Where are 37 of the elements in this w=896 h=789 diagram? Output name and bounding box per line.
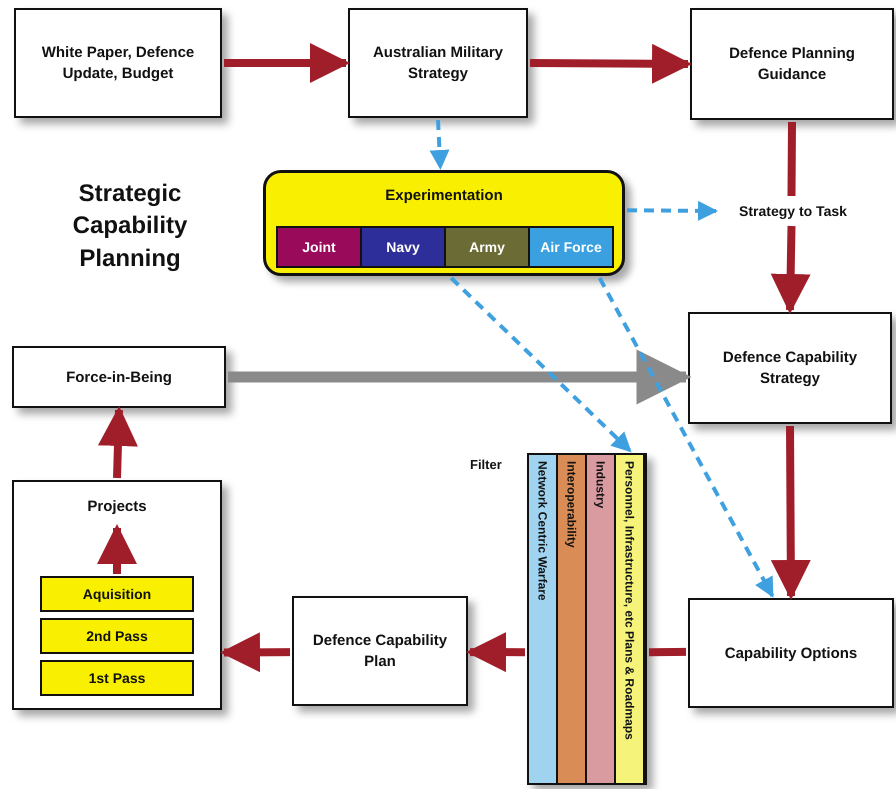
arrow [224,43,350,83]
dashed-arrow [450,276,632,452]
dashed-arrow [430,120,450,170]
group-box [263,170,625,276]
arrow [770,426,811,600]
stage-box: 2nd Pass [40,618,194,654]
stage-box: 1st Pass [40,660,194,696]
process-box: Projects Aquisition 2nd Pass 1st Pass [12,480,222,710]
dashed-arrow [598,277,774,598]
stage-box: Aquisition [40,576,194,612]
arrow [770,226,811,314]
group-title: Experimentation [384,187,504,204]
arrow [530,44,692,84]
process-box: White Paper, Defence Update, Budget [14,8,222,118]
process-box: Force-in-Being [12,346,226,408]
filter-heading: Filter [470,457,502,472]
diagram-heading: Strategic Capability Planning [72,179,188,274]
arrow [228,349,692,404]
arrow [97,524,137,574]
process-box: Capability Options [688,598,894,708]
arrow [220,632,290,672]
flow-label: Strategy to Task [739,203,847,219]
filter-column: Interoperability [558,455,587,783]
process-box: Defence Capability Strategy [688,312,892,424]
filter-column: Personnel, Infrastructure, etc Plans & Roadmaps [616,455,645,783]
filter-column: Industry [587,455,616,783]
category-cell: Air Force [528,226,614,268]
filter-column: Network Centric Warfare [529,455,558,783]
process-box: Defence Planning Guidance [690,8,894,120]
category-cell: Army [444,226,530,268]
process-box: Defence Capability Plan [292,596,468,706]
process-box: Australian Military Strategy [348,8,528,118]
category-cell: Navy [360,226,446,268]
category-cell: Joint [276,226,362,268]
arrow [466,632,526,672]
dashed-arrow [626,200,718,221]
arrow [98,406,138,478]
